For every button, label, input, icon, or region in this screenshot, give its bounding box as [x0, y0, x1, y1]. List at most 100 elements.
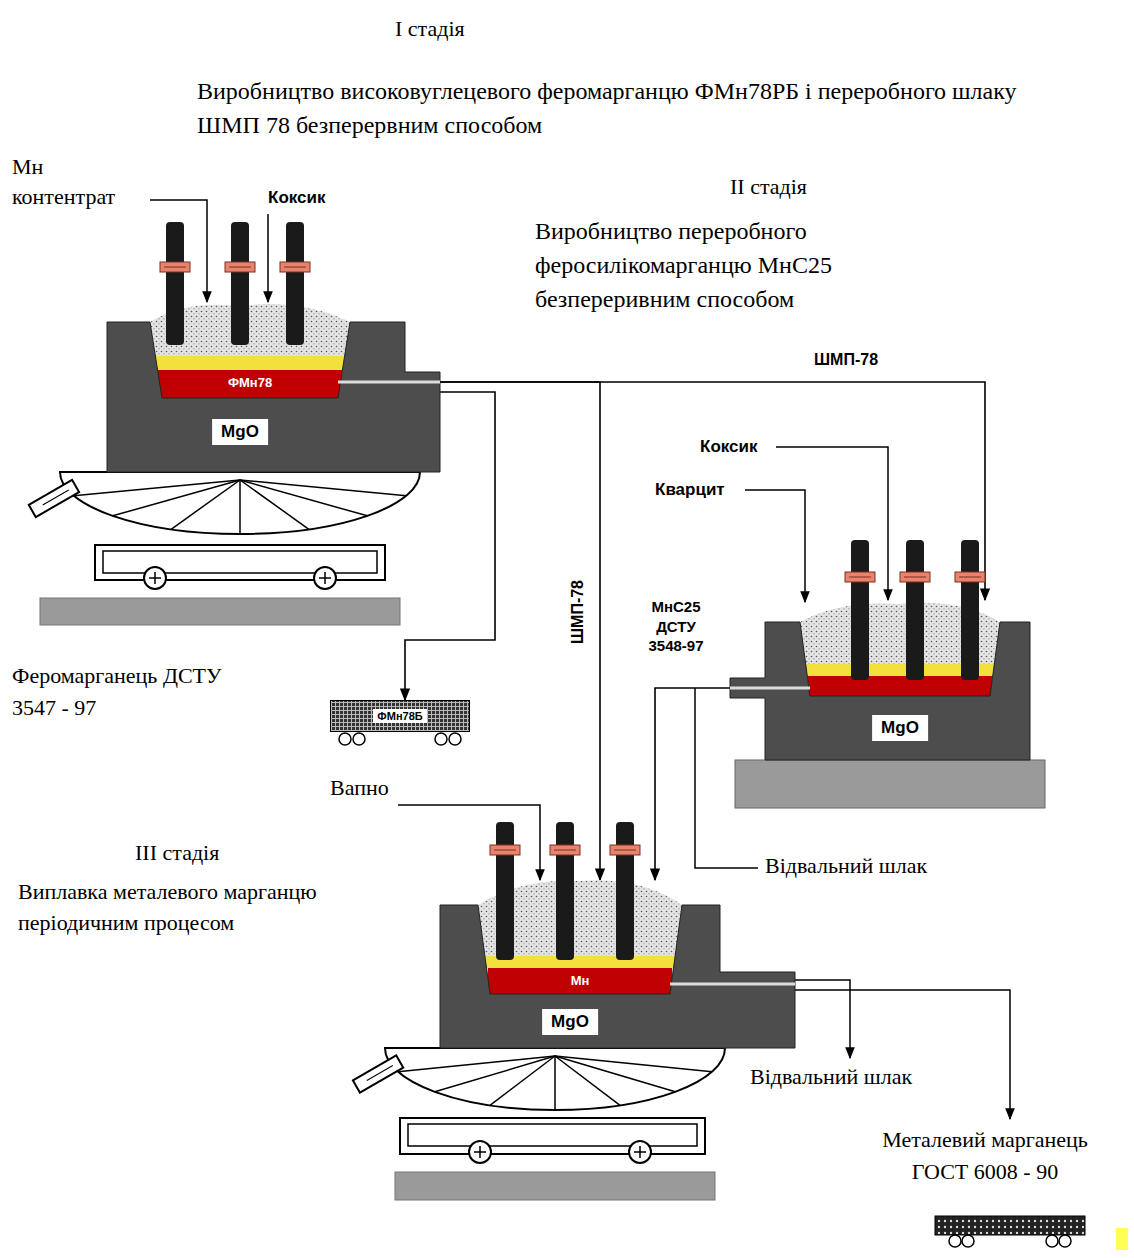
caption-text: Виробництво високовуглецевого феромарган… — [197, 74, 1027, 142]
furnace-cart — [95, 545, 385, 580]
wheel — [339, 733, 351, 745]
wheel-hub — [634, 1146, 646, 1158]
wagon-label: ФМн78Б — [373, 709, 426, 723]
rocker-rib — [490, 1056, 555, 1105]
caption-text: Виплавка металевого марганцю періодичним… — [18, 876, 338, 938]
electrode — [556, 822, 574, 960]
furnace-unit: ФМн78MgO — [100, 300, 440, 478]
electrode — [616, 822, 634, 960]
clamp-line — [614, 850, 636, 851]
wheel — [1046, 1235, 1058, 1247]
metal-layer — [488, 968, 672, 994]
furnace-cart-frame — [103, 551, 377, 573]
wheel-hub — [474, 1146, 486, 1158]
rocker-rib — [240, 480, 309, 529]
furnace-unit: МнMgO — [440, 880, 800, 1050]
electrode-clamp — [845, 572, 875, 582]
wheel — [353, 733, 365, 745]
caption-text: ІІ стадія — [730, 174, 807, 200]
rocker-rib — [171, 480, 240, 529]
floor — [40, 598, 400, 625]
metal-layer — [158, 370, 342, 398]
tilting-rocker — [385, 1048, 725, 1110]
caption-text: Феромарганець ДСТУ 3547 - 97 — [12, 660, 227, 724]
electrode-clamp — [160, 262, 190, 272]
tilt-lever-line — [43, 490, 69, 505]
metal-bath: ФМн78 — [165, 370, 335, 394]
feed-leaders — [150, 200, 1010, 1119]
rocker-rib — [554, 1056, 556, 1110]
clamp-line — [849, 577, 871, 578]
flow-label: ШМП-78 — [568, 578, 589, 646]
wheel — [314, 567, 336, 589]
rocker-rib — [555, 1056, 620, 1105]
caption-text: Мн контентрат — [12, 152, 142, 212]
furnace-lining — [730, 622, 1030, 760]
rocker-ribs — [74, 480, 407, 534]
rocker-ribs — [398, 1056, 712, 1110]
electrode-clamp — [490, 845, 520, 855]
metal-wagon — [935, 1216, 1085, 1235]
furnace-shape — [107, 222, 440, 472]
clamp-line — [904, 577, 926, 578]
clamp-line — [164, 267, 186, 268]
electrode — [961, 540, 979, 680]
caption-text: ІІІ стадія — [135, 840, 219, 866]
flow-connector — [655, 688, 730, 880]
corner-mark — [1116, 1228, 1128, 1250]
furnace-outline — [440, 880, 800, 1050]
electrode-clamp — [550, 845, 580, 855]
tilt-lever-line — [367, 1066, 393, 1081]
wagon-wheels — [949, 1235, 1071, 1247]
cart-wheel — [144, 567, 336, 589]
lining-label: MgO — [872, 715, 928, 741]
tap-hole — [670, 983, 795, 986]
wagon-wheels — [339, 733, 461, 745]
tilt-lever-body — [29, 480, 79, 517]
furnace-shape — [440, 822, 795, 1048]
wheel — [949, 1235, 961, 1247]
tilt-lever-body — [353, 1055, 403, 1092]
clamp-line — [554, 850, 576, 851]
rocker-rib — [555, 1056, 675, 1092]
feed-leader — [398, 805, 540, 880]
caption-text: І стадія — [395, 16, 465, 42]
metal-label: Мн — [571, 973, 590, 988]
caption-text: Вапно — [330, 775, 389, 801]
tilt-lever — [353, 1055, 403, 1092]
metal-label: ФМн78 — [228, 375, 272, 390]
caption-text: Виробництво переробного феросилікомарган… — [535, 214, 925, 316]
furnace-cart — [400, 1118, 705, 1154]
electrode — [286, 222, 304, 345]
electrode-clamp — [900, 572, 930, 582]
rocker-rib — [398, 1056, 555, 1072]
feed-label: Кварцит — [655, 480, 725, 500]
wheel — [962, 1235, 974, 1247]
furnace-foundation — [735, 760, 1045, 808]
electrode-clamp — [610, 845, 640, 855]
flow-label: ШМП-78 — [812, 350, 880, 371]
electrode — [906, 540, 924, 680]
cart-wheel — [469, 1141, 651, 1163]
furnace-shape — [730, 540, 1030, 760]
ladle-wagon: ФМн78Б — [330, 700, 470, 732]
rocker-rib — [239, 480, 241, 534]
flow-label: МнС25 ДСТУ 3548-97 — [634, 597, 718, 656]
slag-leader — [695, 688, 758, 868]
feed-leader — [745, 490, 805, 602]
wheel — [469, 1141, 491, 1163]
flow-connector — [440, 382, 985, 600]
tilt-lever — [29, 480, 79, 517]
wheel — [435, 733, 447, 745]
caption-text: Відвальний шлак — [765, 853, 927, 879]
wheel — [449, 733, 461, 745]
wheel-hub — [319, 572, 331, 584]
rocker-rib — [74, 480, 240, 496]
clamp-line — [959, 577, 981, 578]
electrode — [496, 822, 514, 960]
furnace-unit: MgO — [730, 600, 1030, 760]
clamp-line — [284, 267, 306, 268]
electrode-clamp — [280, 262, 310, 272]
electrode-clamp — [955, 572, 985, 582]
